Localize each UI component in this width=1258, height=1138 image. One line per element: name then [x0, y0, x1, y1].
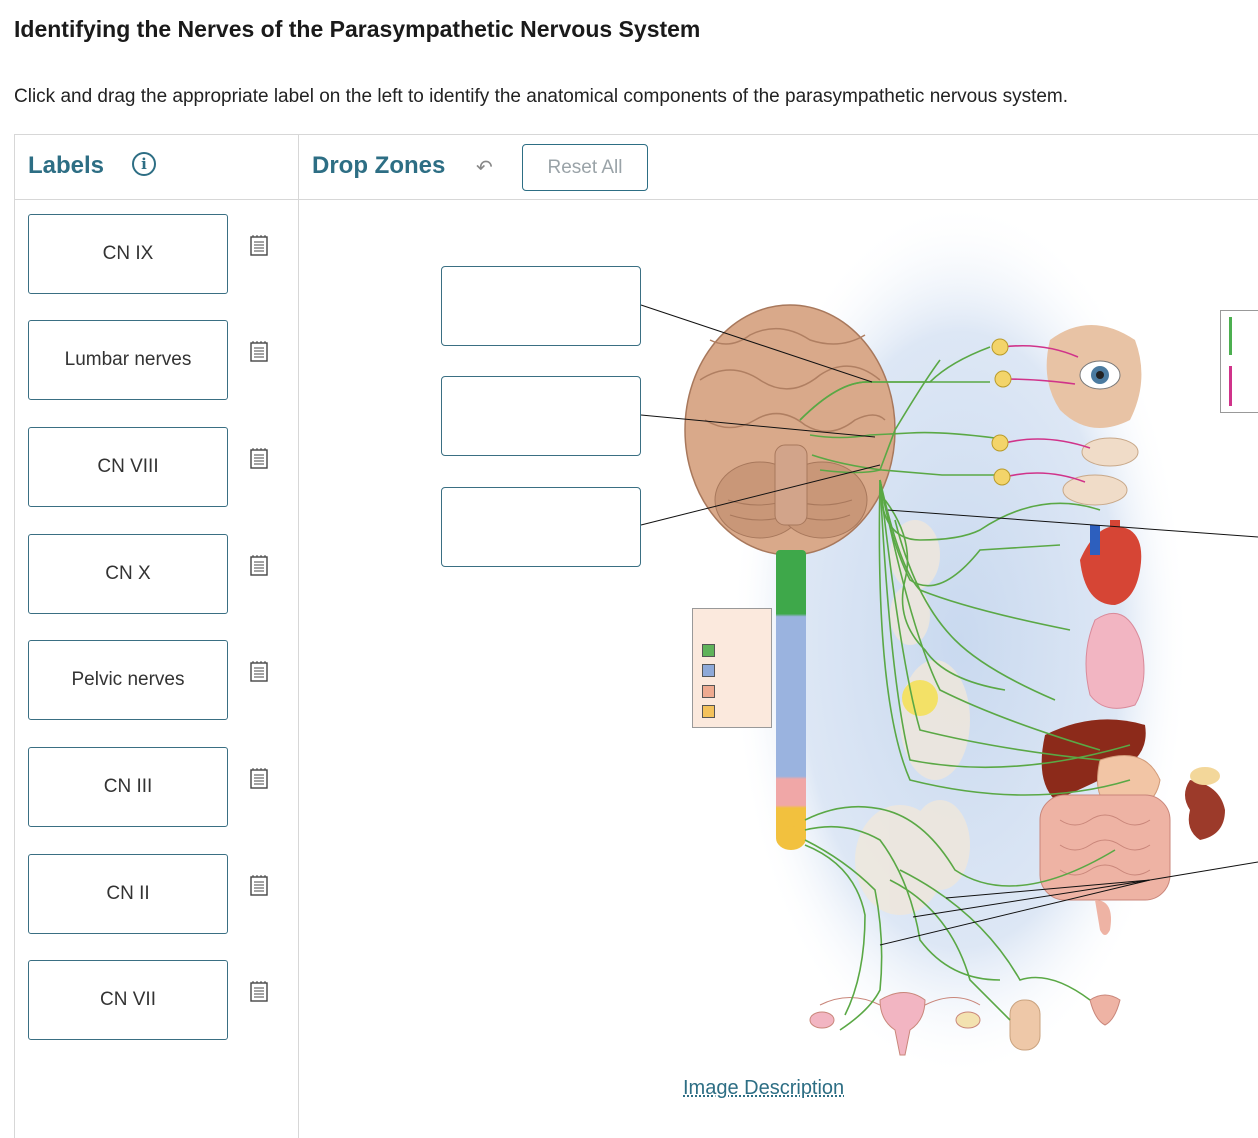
image-description-link[interactable]: Image Description — [683, 1077, 845, 1099]
label-card-cn-iii[interactable]: CN III — [28, 747, 228, 827]
legend-swatch-thoracic — [702, 664, 715, 677]
label-card-pelvic-nerves[interactable]: Pelvic nerves — [28, 640, 228, 720]
labels-panel — [14, 134, 299, 1138]
notes-icon[interactable] — [248, 555, 270, 577]
notes-icon[interactable] — [248, 768, 270, 790]
label-text: CN VIII — [97, 456, 159, 477]
undo-arrow-icon[interactable]: ↶ — [476, 155, 493, 179]
legend-swatch-cranial — [702, 644, 715, 657]
legend-swatch-lumbar — [702, 685, 715, 698]
label-text: CN II — [106, 883, 150, 904]
label-text: CN X — [105, 563, 151, 584]
label-card-cn-viii[interactable]: CN VIII — [28, 427, 228, 507]
label-text: CN IX — [102, 243, 154, 264]
activity-frame — [14, 134, 1258, 1138]
notes-icon[interactable] — [248, 235, 270, 257]
label-card-cn-vii[interactable]: CN VII — [28, 960, 228, 1040]
drop-zone-3[interactable] — [441, 487, 641, 567]
label-card-cn-ix[interactable]: CN IX — [28, 214, 228, 294]
notes-icon[interactable] — [248, 341, 270, 363]
label-card-cn-x[interactable]: CN X — [28, 534, 228, 614]
label-card-cn-ii[interactable]: CN II — [28, 854, 228, 934]
drop-zones-heading: Drop Zones — [312, 152, 446, 179]
drop-zone-2[interactable] — [441, 376, 641, 456]
notes-icon[interactable] — [248, 981, 270, 1003]
notes-icon[interactable] — [248, 661, 270, 683]
label-text: CN VII — [100, 989, 156, 1010]
legend-line-postganglionic — [1229, 366, 1232, 406]
labels-heading: Labels — [28, 152, 105, 179]
page-title: Identifying the Nerves of the Parasympat… — [14, 16, 701, 42]
instructions-text: Click and drag the appropriate label on … — [14, 86, 1069, 107]
notes-icon[interactable] — [248, 875, 270, 897]
drop-zone-1[interactable] — [441, 266, 641, 346]
label-text: CN III — [103, 776, 153, 797]
header-divider — [14, 199, 1258, 200]
color-legend — [692, 608, 772, 728]
label-text: Pelvic nerves — [71, 669, 185, 690]
legend-swatch-sacral — [702, 705, 715, 718]
fiber-type-legend — [1220, 310, 1258, 413]
label-text: Lumbar nerves — [64, 349, 192, 370]
label-card-lumbar-nerves[interactable]: Lumbar nerves — [28, 320, 228, 400]
info-circle-icon[interactable]: i — [132, 152, 156, 176]
notes-icon[interactable] — [248, 448, 270, 470]
reset-all-button[interactable]: Reset All — [522, 144, 648, 191]
legend-line-preganglionic — [1229, 317, 1232, 355]
